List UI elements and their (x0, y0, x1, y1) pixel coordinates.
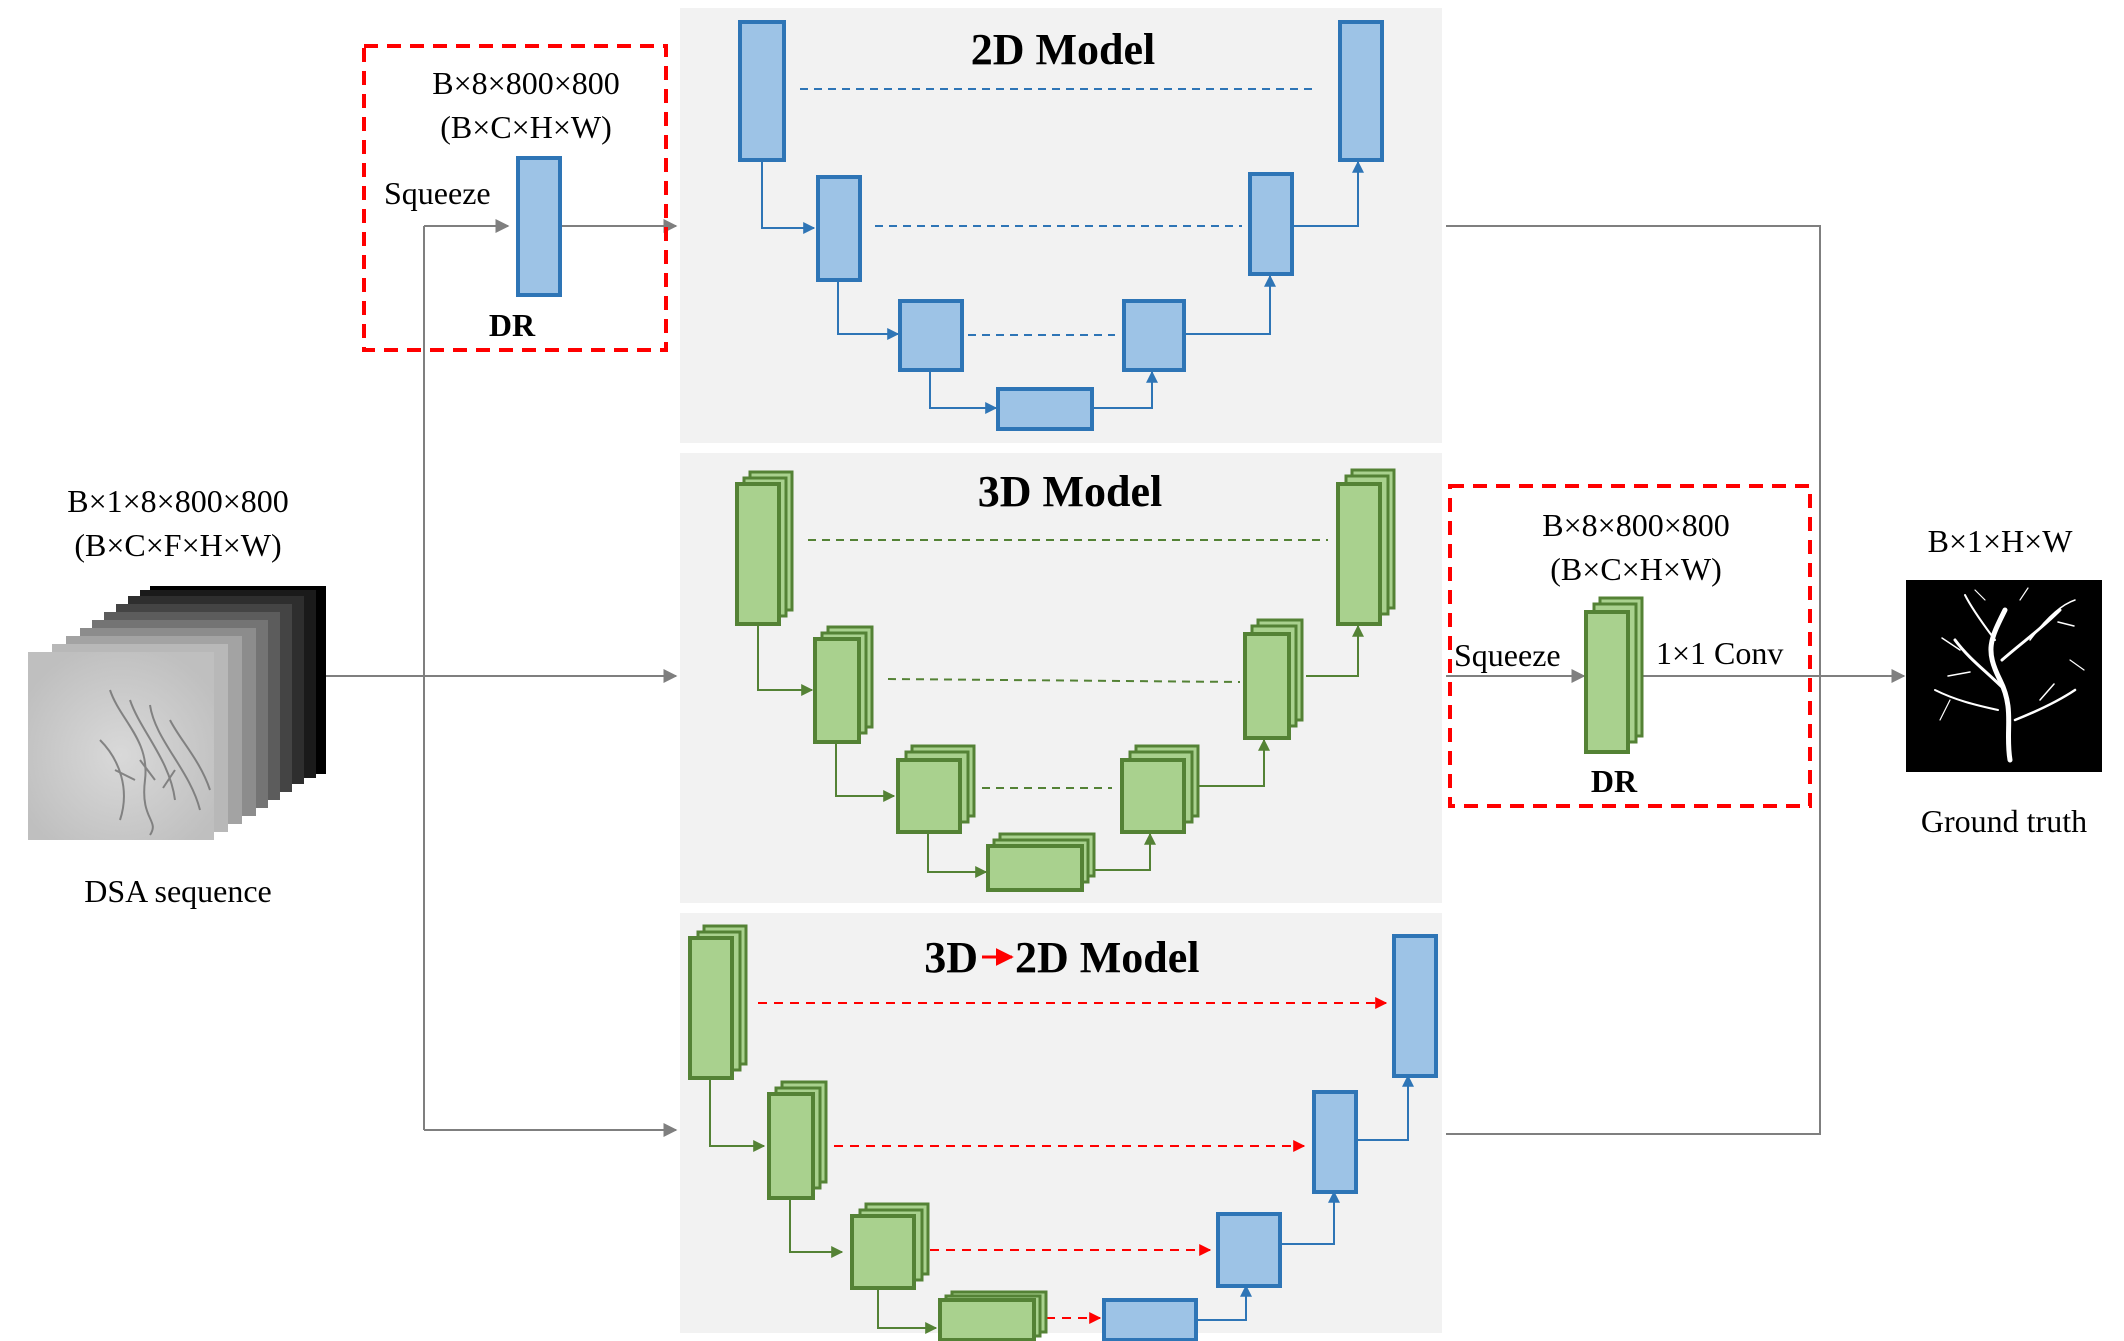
bottleneck-block (996, 387, 1094, 431)
dr-right-shape: B×8×800×800 (1542, 507, 1729, 543)
downsample-arrow (835, 742, 896, 802)
encoder-block-stack (767, 1080, 828, 1200)
downsample-arrow (877, 1288, 938, 1334)
input-layout: (B×C×F×H×W) (74, 527, 281, 563)
downsample-arrow (789, 1198, 844, 1258)
downsample-arrow (929, 370, 998, 414)
decoder-block (1338, 20, 1384, 162)
panel-2d-title: 2D Model (971, 25, 1156, 74)
unet-3d (735, 468, 1396, 892)
output-shape: B×1×H×W (1928, 523, 2074, 559)
dr-right-label: DR (1591, 763, 1638, 799)
encoder-block-stack (896, 744, 976, 834)
dr-left-layout: (B×C×H×W) (440, 109, 611, 145)
encoder-block (898, 299, 964, 372)
dsa-sequence-stack (28, 586, 326, 840)
dr-left-block (516, 156, 562, 297)
input-caption: DSA sequence (84, 873, 272, 909)
upsample-arrow (1186, 274, 1276, 335)
vessel-tree (1934, 587, 2085, 763)
encoder-block-stack (735, 470, 794, 626)
upsample-arrow (1356, 1074, 1414, 1141)
encoder-block-stack (813, 625, 874, 744)
input-shape: B×1×8×800×800 (67, 483, 289, 519)
bottleneck-block-stack (938, 1290, 1048, 1341)
encoder-block (738, 20, 786, 162)
decoder-block (1102, 1298, 1198, 1341)
upsample-arrow (1186, 738, 1270, 787)
unet-3d-to-2d (688, 924, 1438, 1341)
dr-right-box (1448, 484, 1812, 808)
downsample-arrow (927, 832, 988, 878)
dr-right-layout: (B×C×H×W) (1550, 551, 1721, 587)
panel-3d-title: 3D Model (978, 467, 1163, 516)
2d-output-line (1446, 225, 1821, 1135)
upsample-arrow (1196, 1284, 1252, 1321)
dr-right-block-stack (1584, 596, 1644, 754)
decoder-block (1122, 299, 1186, 372)
encoder-block-stack (850, 1202, 930, 1290)
dr-left-squeeze: Squeeze (384, 175, 491, 211)
downsample-arrow (761, 160, 816, 234)
dr-left-shape: B×8×800×800 (432, 65, 619, 101)
skip-connection (887, 678, 1241, 683)
decoder-block (1216, 1212, 1282, 1288)
downsample-arrow (757, 624, 814, 696)
downsample-arrow (837, 280, 900, 340)
unet-2d (738, 20, 1384, 431)
upsample-arrow (1092, 370, 1158, 409)
encoder-block-stack (688, 924, 748, 1080)
output-caption: Ground truth (1921, 803, 2087, 839)
panel-3d-model (680, 453, 1442, 903)
upsample-arrow (1280, 1190, 1340, 1245)
panel-3d2d-title-right: 2D Model (1015, 933, 1200, 982)
input-flow (326, 219, 678, 1137)
upsample-arrow (1092, 832, 1156, 871)
dr-right-conv: 1×1 Conv (1656, 635, 1783, 671)
encoder-block (816, 175, 862, 282)
dr-left-label: DR (489, 307, 536, 343)
decoder-block-stack (1243, 618, 1304, 740)
upsample-arrow (1290, 160, 1364, 227)
dr-right-squeeze: Squeeze (1454, 637, 1561, 673)
decoder-block (1392, 934, 1438, 1078)
decoder-block (1312, 1090, 1358, 1194)
downsample-arrow (709, 1076, 766, 1152)
decoder-block (1248, 172, 1294, 276)
dr-left-box (362, 44, 668, 352)
vessel-texture (99, 689, 211, 836)
upsample-arrow (1306, 624, 1364, 677)
bottleneck-block-stack (986, 832, 1096, 892)
panel-3d2d-title-left: 3D (924, 933, 978, 982)
decoder-block-stack (1120, 744, 1200, 834)
decoder-block-stack (1336, 468, 1396, 626)
output-flow (1446, 225, 1906, 1135)
